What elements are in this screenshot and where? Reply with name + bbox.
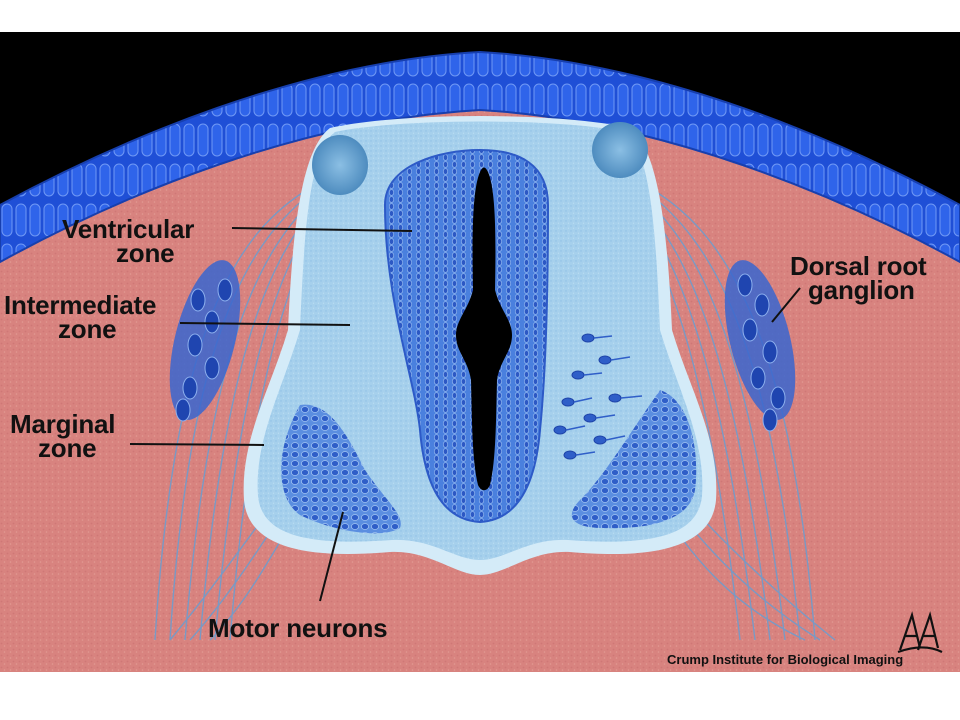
ventricular-zone-label-line1: Ventricular xyxy=(62,214,195,244)
dorsal-root-ganglion-left xyxy=(169,260,241,422)
ventricular-leader xyxy=(231,227,413,232)
motor-neurons-right xyxy=(571,390,697,529)
motor-neurons-label-text: Motor neurons xyxy=(208,613,388,643)
marginal-leader xyxy=(129,443,265,446)
intermediate-leader xyxy=(179,322,351,326)
central-canal xyxy=(456,167,512,491)
marginal-zone-label-line2: zone xyxy=(38,433,97,463)
leader-lines xyxy=(129,227,801,602)
dorsal-cap-right xyxy=(592,122,648,178)
migrating-neurons xyxy=(553,333,643,460)
intermediate-zone-label-line2: zone xyxy=(58,314,117,344)
ectoderm-layer xyxy=(0,50,960,264)
marginal-zone-label-line1: Marginal xyxy=(10,409,116,439)
artist-signature xyxy=(897,611,943,654)
dorsal-root-leader xyxy=(771,287,801,323)
dorsal-root-ganglion-label-line2: ganglion xyxy=(808,275,915,305)
intermediate-zone-label-line1: Intermediate xyxy=(4,290,157,320)
ventricular-zone-label: Ventricular zone xyxy=(62,214,195,268)
intermediate-zone-label: Intermediate zone xyxy=(4,290,157,344)
ventricular-zone-label-line2: zone xyxy=(116,238,175,268)
dorsal-root-ganglion-right xyxy=(724,260,796,432)
dorsal-root-ganglion-label: Dorsal root ganglion xyxy=(790,251,927,305)
motor-neurons-label: Motor neurons xyxy=(208,613,388,643)
motor-neurons-left xyxy=(281,404,401,534)
marginal-zone-label: Marginal zone xyxy=(10,409,116,463)
motor-neurons-leader xyxy=(319,511,344,602)
dorsal-root-ganglion-label-line1: Dorsal root xyxy=(790,251,927,281)
credit-text: Crump Institute for Biological Imaging xyxy=(667,652,904,667)
dorsal-cap-left xyxy=(312,135,368,195)
